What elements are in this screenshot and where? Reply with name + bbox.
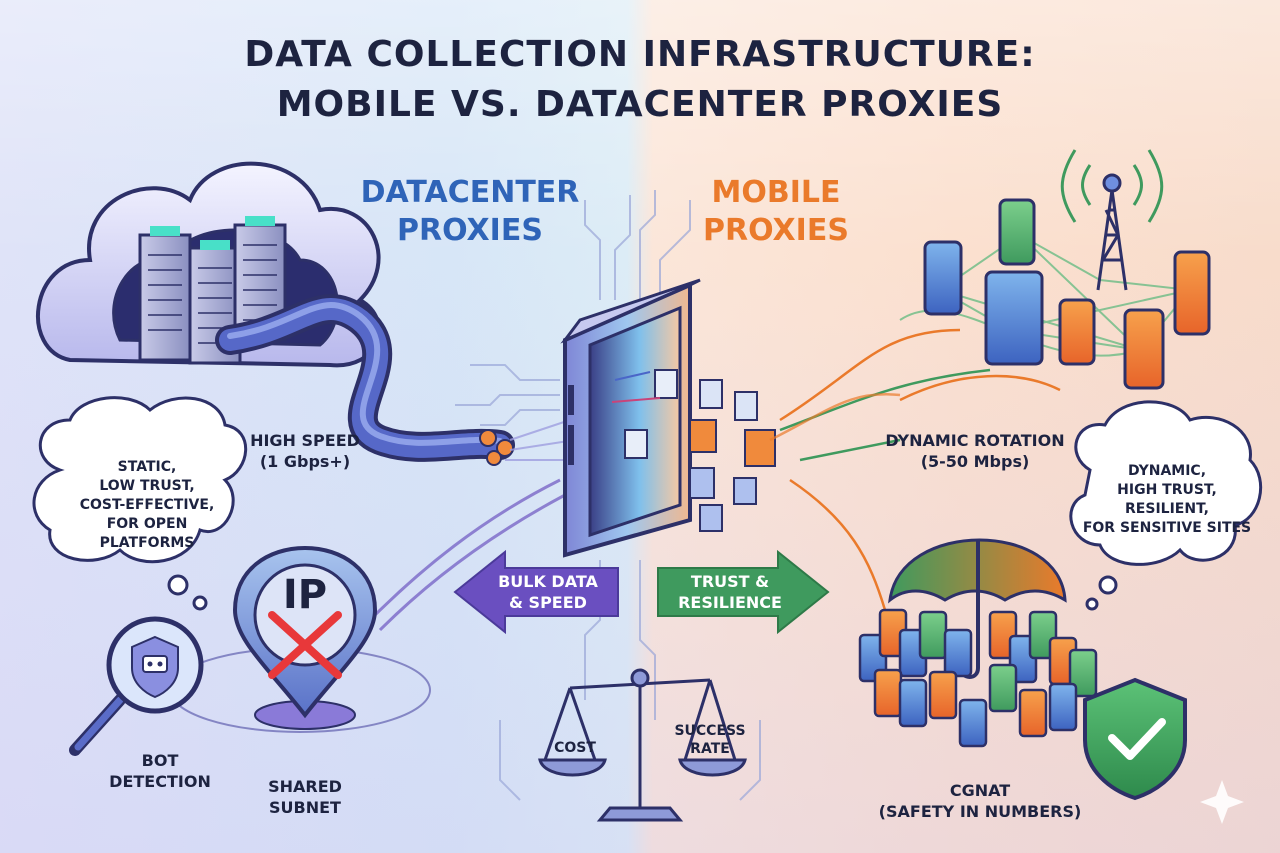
data-streaks	[368, 419, 576, 632]
datacenter-cloud	[36, 161, 381, 368]
datacenter-heading-line2: PROXIES	[397, 213, 543, 248]
page-title-line2: MOBILE VS. DATACENTER PROXIES	[276, 84, 1004, 125]
trust-arrow	[657, 549, 830, 635]
dynamic-rotation-line2: (5-50 Mbps)	[920, 452, 1030, 471]
fiber-cable	[215, 294, 515, 466]
datacenter-heading-line1: DATACENTER	[360, 175, 580, 210]
dynamic-rotation-label: DYNAMIC ROTATION (5-50 Mbps)	[870, 430, 1080, 472]
datacenter-heading: DATACENTER PROXIES	[340, 174, 600, 250]
flying-documents	[611, 369, 776, 532]
server-racks	[138, 216, 287, 365]
mobile-bubble-line: RESILIENT,	[1125, 501, 1209, 517]
high-speed-line2: (1 Gbps+)	[259, 452, 351, 471]
shared-subnet-line1: SHARED	[268, 777, 342, 796]
shield-check-icon	[1083, 677, 1187, 801]
trust-arrow-line1: TRUST &	[690, 572, 770, 591]
datacenter-thought-bubble	[32, 396, 248, 611]
bot-detection-line1: BOT	[141, 751, 179, 770]
central-gateway-device	[560, 278, 776, 558]
mobile-heading-line2: PROXIES	[703, 213, 849, 248]
ip-pin-label: IP	[283, 572, 327, 618]
mobile-thought-bubble	[1069, 400, 1263, 611]
success-rate-line2: RATE	[690, 741, 730, 757]
circuit-traces	[455, 190, 761, 801]
page-title-line1: DATA COLLECTION INFRASTRUCTURE:	[244, 34, 1036, 75]
datacenter-bubble-line: COST-EFFECTIVE,	[79, 497, 215, 513]
mobile-heading: MOBILE PROXIES	[676, 174, 876, 250]
scale-success-rate-label: SUCCESS RATE	[660, 722, 760, 758]
mobile-phones	[923, 198, 1211, 390]
rotation-flows	[769, 328, 1061, 611]
trust-arrow-text: TRUST & RESILIENCE	[660, 571, 800, 613]
datacenter-bubble-text: STATIC, LOW TRUST, COST-EFFECTIVE, FOR O…	[52, 458, 242, 553]
cgnat-label: CGNAT (SAFETY IN NUMBERS)	[850, 780, 1110, 822]
bot-detection-line2: DETECTION	[109, 772, 211, 791]
trust-arrow-line2: RESILIENCE	[678, 593, 782, 612]
bot-detection-label: BOT DETECTION	[95, 750, 225, 792]
mobile-bubble-text: DYNAMIC, HIGH TRUST, RESILIENT, FOR SENS…	[1072, 462, 1262, 538]
ip-location-pin	[232, 545, 378, 719]
dynamic-rotation-line1: DYNAMIC ROTATION	[885, 431, 1065, 450]
datacenter-bubble-line: PLATFORMS	[99, 535, 195, 551]
shared-subnet-line2: SUBNET	[269, 798, 341, 817]
magnifier-icon	[69, 616, 204, 756]
high-speed-label: HIGH SPEED (1 Gbps+)	[240, 430, 370, 472]
cgnat-line2: (SAFETY IN NUMBERS)	[878, 802, 1082, 821]
sparkle-icon	[1200, 780, 1244, 824]
mobile-network	[899, 149, 1211, 390]
phone-crowd	[858, 608, 1098, 748]
mobile-bubble-line: FOR SENSITIVE SITES	[1082, 520, 1252, 536]
balance-scale	[538, 668, 747, 822]
cell-tower	[1060, 149, 1164, 291]
datacenter-bubble-line: FOR OPEN	[106, 516, 188, 532]
scale-cost-label: COST	[554, 740, 596, 756]
datacenter-bubble-line: LOW TRUST,	[99, 478, 195, 494]
bulk-data-arrow	[453, 549, 619, 635]
success-rate-line1: SUCCESS	[674, 723, 746, 739]
bulk-data-arrow-text: BULK DATA & SPEED	[478, 571, 618, 613]
cgnat-line1: CGNAT	[949, 781, 1011, 800]
shared-subnet-label: SHARED SUBNET	[240, 776, 370, 818]
mobile-bubble-line: DYNAMIC,	[1127, 463, 1207, 479]
mobile-heading-line1: MOBILE	[711, 175, 841, 210]
datacenter-bubble-line: STATIC,	[117, 459, 177, 475]
bulk-data-line2: & SPEED	[509, 593, 587, 612]
mobile-bubble-line: HIGH TRUST,	[1117, 482, 1217, 498]
bulk-data-line1: BULK DATA	[498, 572, 598, 591]
high-speed-line1: HIGH SPEED	[250, 431, 360, 450]
